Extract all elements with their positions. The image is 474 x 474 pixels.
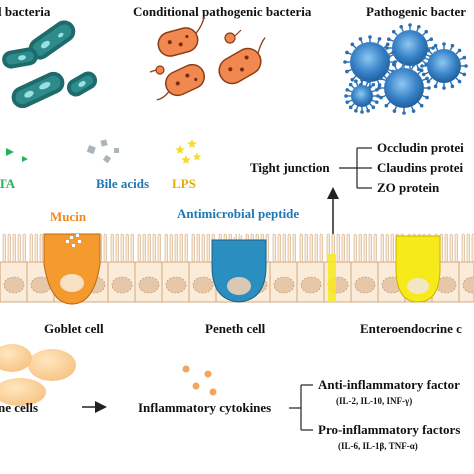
conditional-pathogen-label: Conditional pathogenic bacteria (133, 4, 312, 19)
conditional-pathogen-icon (149, 16, 266, 101)
immune-cells-icon (0, 344, 76, 406)
immune-cells-label: ne cells (0, 400, 38, 415)
tj-protein-claudins: Claudins protei (377, 160, 463, 175)
paneth-cell-label: Peneth cell (205, 321, 266, 336)
pathogenic-bacteria-icon (343, 23, 468, 115)
antimicrobial-peptide-label: Antimicrobial peptide (177, 206, 299, 221)
tj-protein-occludin: Occludin protei (377, 140, 464, 155)
cytokine-dots-icon (182, 365, 217, 396)
cytokine-bracket (289, 384, 313, 431)
pro-inflammatory-list: (IL-6, IL-1β, TNF-α) (338, 441, 418, 451)
intestinal-epithelium (0, 226, 474, 305)
tj-protein-zo: ZO protein (377, 180, 440, 195)
pathogenic-bacteria-label: Pathogenic bacter (366, 4, 466, 19)
mucin-label: Mucin (50, 209, 87, 224)
bile-acid-molecules-icon (86, 139, 119, 164)
scfa-label: TA (0, 176, 16, 191)
tight-junction-label: Tight junction (250, 160, 330, 175)
anti-inflammatory-title: Anti-inflammatory factor (318, 377, 460, 392)
anti-inflammatory-list: (IL-2, IL-10, INF-γ) (336, 396, 412, 406)
inflammatory-cytokines-label: Inflammatory cytokines (138, 400, 271, 415)
goblet-cell-label: Goblet cell (44, 321, 104, 336)
bile-acids-label: Bile acids (96, 176, 149, 191)
tight-junction-bracket (339, 147, 372, 189)
lps-molecules-icon (175, 139, 202, 164)
beneficial-bacteria-label: l bacteria (0, 4, 51, 19)
scfa-molecules-icon (6, 148, 28, 162)
enteroendocrine-cell-label: Enteroendocrine c (360, 321, 462, 336)
lps-label: LPS (172, 176, 196, 191)
beneficial-bacteria-icon (2, 20, 98, 109)
pro-inflammatory-title: Pro-inflammatory factors (318, 422, 460, 437)
